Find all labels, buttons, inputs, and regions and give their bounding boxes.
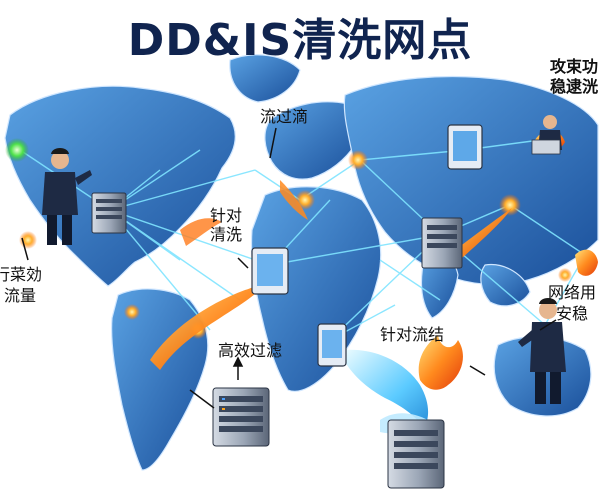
glow-node-icon <box>5 138 29 162</box>
fire-icon <box>575 249 598 276</box>
monitor-icon <box>447 124 483 170</box>
server-icon <box>91 192 127 234</box>
label-flow-top: 流过滴 <box>260 107 309 126</box>
label-targeted-clean-line2: 清洗 <box>210 225 243 244</box>
landmass-southeast-asia <box>480 264 531 307</box>
fire-icon <box>150 276 272 370</box>
water-stream-icon <box>345 349 429 428</box>
fire-icon <box>180 218 222 246</box>
landmass-north-america <box>4 85 236 287</box>
person-icon <box>42 148 92 245</box>
label-targeted-flow: 针对流结 <box>380 325 445 344</box>
server-icon <box>421 217 463 269</box>
label-right-line2: 安稳 <box>556 304 589 323</box>
attack-streams <box>150 130 598 390</box>
landmass-greenland <box>229 54 301 103</box>
person-icon <box>518 298 566 404</box>
glow-node-icon <box>558 268 572 282</box>
pointer-arrows <box>21 127 557 409</box>
fire-icon <box>455 208 512 258</box>
glow-node-icon <box>19 231 37 249</box>
glow-node-icon <box>348 150 368 170</box>
server-icon <box>212 387 270 447</box>
monitor-icon <box>251 247 289 295</box>
page-title: DD&IS清洗网点 <box>127 15 473 66</box>
server-icon <box>387 419 445 489</box>
fire-icon <box>418 335 463 390</box>
laptop-icon <box>531 115 562 155</box>
monitor-icon <box>317 323 347 367</box>
label-left-line2: 流量 <box>4 286 37 305</box>
label-right-line1: 网络用 <box>548 283 597 302</box>
fire-icon <box>280 180 308 220</box>
label-top-right-line2: 稳逮洸 <box>550 77 599 96</box>
label-top-right-line1: 攻束功 <box>550 57 599 76</box>
label-targeted-clean-line1: 针对 <box>210 206 243 225</box>
label-efficient-filter: 高效过滤 <box>218 341 283 360</box>
glow-node-icon <box>124 304 140 320</box>
glow-node-icon <box>499 194 521 216</box>
landmass-europe <box>264 101 362 180</box>
label-left-line1: 行菜効 <box>0 265 43 284</box>
